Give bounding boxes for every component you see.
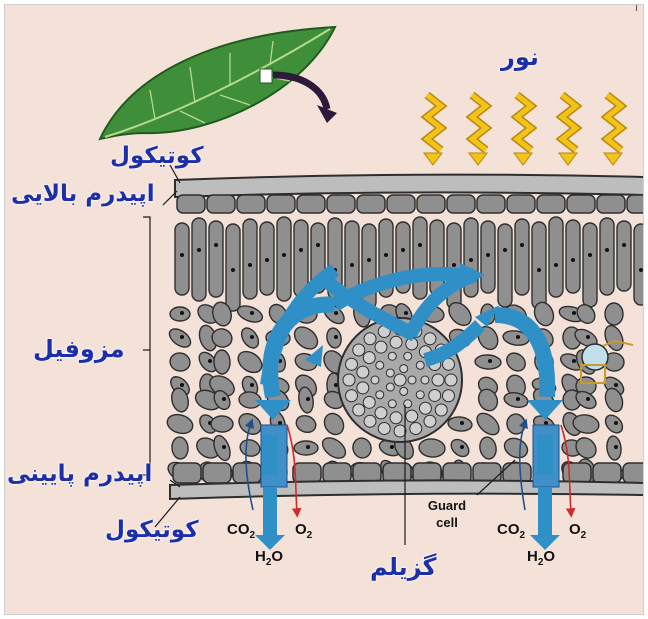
lower-epidermis-layer	[170, 463, 644, 499]
label-xylem: گزیلم	[370, 553, 437, 581]
label-mesophyll: مزوفیل	[33, 335, 125, 363]
light-ray-icon	[424, 95, 442, 165]
leaf-icon	[100, 27, 337, 139]
light-ray-icon	[514, 95, 532, 165]
label-lower-epidermis: اپیدرم پایینی	[7, 461, 152, 487]
light-ray-icon	[469, 95, 487, 165]
label-cuticle-bottom: کوتیکول	[105, 517, 199, 543]
right-co2-label: CO2	[497, 521, 525, 541]
palisade-mesophyll	[175, 217, 644, 311]
left-o2-label: O2	[295, 521, 312, 541]
label-upper-epidermis: اپیدرم بالایی	[11, 181, 155, 207]
left-co2-label: CO2	[227, 521, 255, 541]
label-light: نور	[501, 43, 539, 71]
light-ray-icon	[559, 95, 577, 165]
right-o2-label: O2	[569, 521, 586, 541]
right-h2o-label: H2O	[527, 548, 555, 568]
label-cuticle-top: کوتیکول	[110, 143, 204, 169]
vascular-bundle	[338, 318, 462, 442]
upper-epidermis-layer	[175, 175, 644, 213]
label-guard-cell: Guard cell	[417, 497, 477, 531]
corner-tick	[636, 5, 637, 11]
diagram-frame: نور کوتیکول اپیدرم بالایی مزوفیل اپیدرم …	[4, 4, 644, 615]
light-rays	[424, 95, 622, 165]
light-ray-icon	[604, 95, 622, 165]
left-h2o-label: H2O	[255, 548, 283, 568]
leaf-cross-section-diagram	[5, 5, 644, 615]
